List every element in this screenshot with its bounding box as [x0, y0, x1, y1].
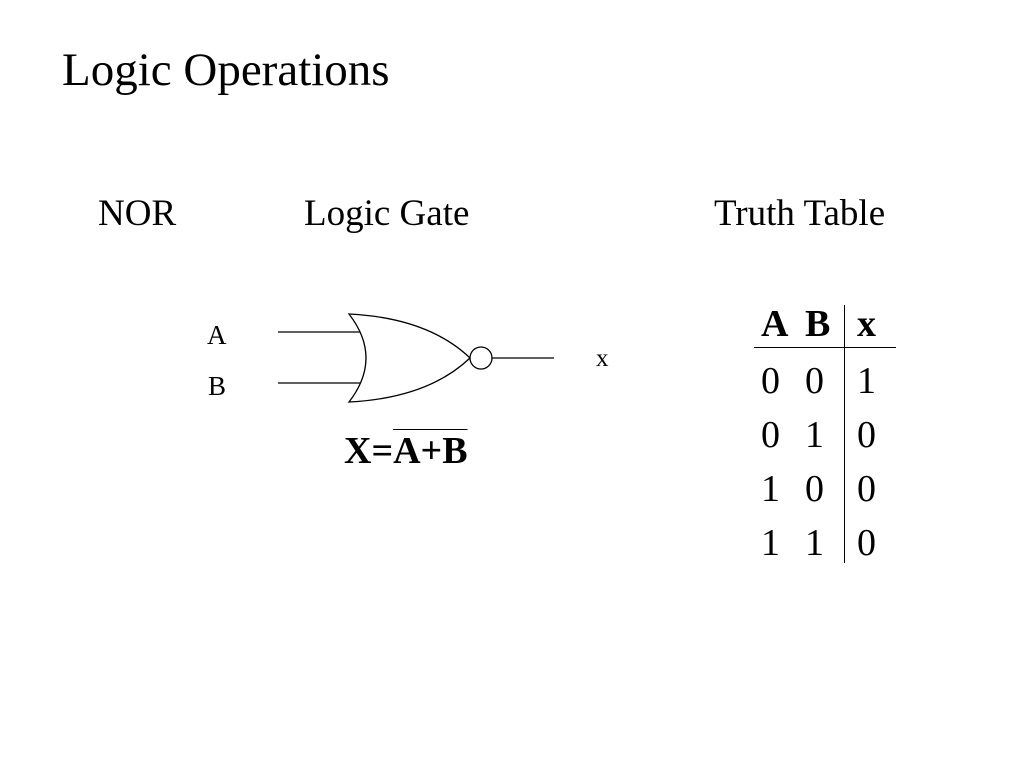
cell-a: 0 — [761, 414, 780, 456]
slide-title: Logic Operations — [62, 44, 390, 96]
boolean-equation: X=A+B — [344, 432, 468, 470]
input-a-label: A — [207, 320, 227, 350]
equation-lhs: X= — [344, 430, 394, 472]
table-row: 1 1 0 — [754, 524, 896, 578]
operation-heading: NOR — [98, 193, 177, 234]
cell-x: 0 — [857, 468, 876, 510]
output-label: x — [596, 345, 609, 372]
truth-table-heading: Truth Table — [714, 193, 886, 234]
cell-a: 0 — [761, 360, 780, 402]
nor-gate-body — [347, 313, 471, 403]
header-x: x — [857, 303, 876, 345]
cell-x: 0 — [857, 522, 876, 564]
cell-b: 1 — [805, 522, 824, 564]
cell-x: 1 — [857, 360, 876, 402]
cell-b: 0 — [805, 468, 824, 510]
logic-gate-heading: Logic Gate — [304, 193, 470, 234]
header-b: B — [805, 303, 831, 345]
truth-table-vertical-divider — [844, 305, 845, 563]
truth-table-header-row: A B x — [754, 305, 896, 359]
cell-x: 0 — [857, 414, 876, 456]
cell-b: 0 — [805, 360, 824, 402]
table-row: 0 0 1 — [754, 362, 896, 416]
header-a: A — [761, 303, 789, 345]
truth-table: A B x 0 0 1 0 1 0 1 0 0 1 1 0 — [754, 305, 896, 563]
cell-a: 1 — [761, 468, 780, 510]
equation-rhs-negated: A+B — [393, 430, 468, 472]
cell-a: 1 — [761, 522, 780, 564]
inversion-bubble — [469, 346, 493, 370]
table-row: 1 0 0 — [754, 470, 896, 524]
truth-table-header-divider — [754, 347, 896, 348]
table-row: 0 1 0 — [754, 416, 896, 470]
input-b-label: B — [208, 371, 227, 401]
cell-b: 1 — [805, 414, 824, 456]
